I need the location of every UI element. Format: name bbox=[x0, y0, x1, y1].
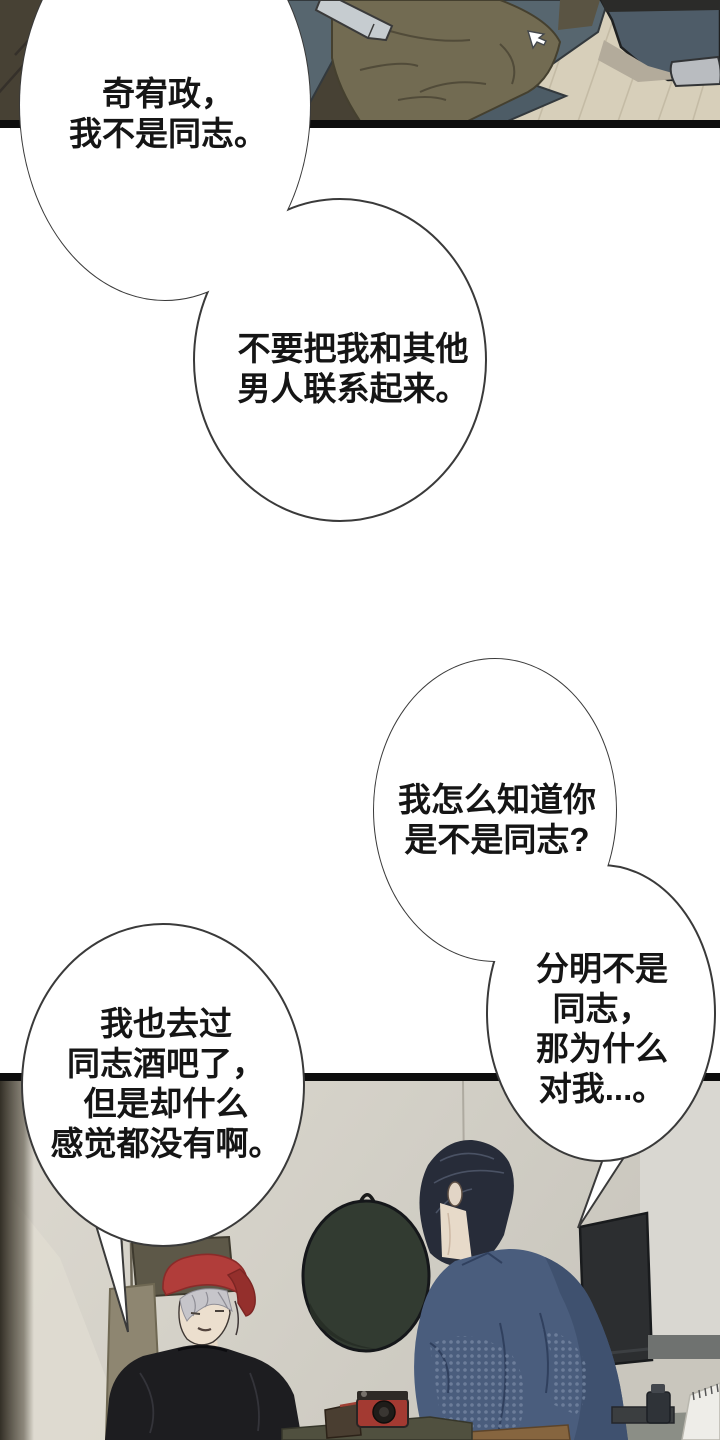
speech-bubble-2 bbox=[193, 198, 487, 522]
sitting-man bbox=[105, 1253, 302, 1440]
standing-man bbox=[414, 1139, 628, 1440]
cap-strap-line bbox=[234, 1300, 239, 1336]
sweater-collar bbox=[177, 1345, 228, 1353]
bubble-4-line-1: 分明不是 bbox=[536, 950, 668, 987]
bubble-3-line-1: 我怎么知道你 bbox=[398, 781, 596, 818]
monitor-shadow bbox=[598, 40, 690, 82]
chair-corner bbox=[558, 0, 600, 30]
stylus-end-line bbox=[367, 23, 375, 39]
speech-bubble-5 bbox=[21, 923, 305, 1247]
monitor-base-foot bbox=[669, 55, 720, 88]
notebook-spiral-binding bbox=[692, 1383, 719, 1401]
camera-top-plate bbox=[357, 1391, 408, 1400]
bubble-5-line-3: 但是却什么 bbox=[83, 1085, 249, 1122]
bubble-1-line-2: 我不是同志。 bbox=[69, 115, 267, 152]
spiral-notebook bbox=[681, 1382, 720, 1440]
bubble-2-line-1: 不要把我和其他 bbox=[237, 330, 469, 367]
bubble-1-line-1: 奇宥政， bbox=[102, 75, 234, 112]
hanging-round-mirror bbox=[301, 1199, 431, 1353]
camera-lens-inner bbox=[379, 1407, 389, 1417]
eyes bbox=[190, 1310, 224, 1315]
frown-mouth bbox=[197, 1327, 212, 1332]
black-sweater bbox=[105, 1344, 302, 1440]
camera-dial bbox=[361, 1391, 367, 1397]
monitor-top-strip bbox=[601, 0, 720, 12]
standing-man-ear bbox=[447, 1181, 463, 1207]
speech-bubble-1-fill bbox=[20, 0, 310, 300]
shelf-band bbox=[648, 1335, 720, 1359]
camera bbox=[356, 1391, 409, 1428]
left-shadow-strip bbox=[0, 1081, 34, 1440]
bubble-text-5: 我也去过 同志酒吧了， 但是却什么 感觉都没有啊。 bbox=[51, 1004, 282, 1164]
red-cap-brim bbox=[226, 1268, 256, 1317]
bottle-cap bbox=[651, 1384, 665, 1393]
neck-shadow-line bbox=[447, 1212, 451, 1256]
bubble-text-4: 分明不是 同志， 那为什么 对我...。 bbox=[536, 949, 668, 1109]
bubble-5-line-1: 我也去过 bbox=[100, 1005, 232, 1042]
bubble-text-3: 我怎么知道你 是不是同志? bbox=[398, 780, 596, 860]
box-red-edge bbox=[339, 1401, 358, 1408]
bottom-panel-border bbox=[0, 1073, 720, 1081]
halftone-shadow-left bbox=[430, 1336, 525, 1440]
bubble-5-line-4: 感觉都没有啊。 bbox=[50, 1125, 282, 1162]
bubble-text-1: 奇宥政， 我不是同志。 bbox=[69, 74, 267, 154]
bubble-4-line-2: 同志， bbox=[552, 990, 652, 1027]
shirt-shadow-side bbox=[545, 1257, 628, 1440]
stylus-stick bbox=[314, 0, 394, 42]
bubble-4-line-4: 对我...。 bbox=[538, 1070, 666, 1107]
mouse-cursor-icon bbox=[527, 30, 547, 50]
bubble-4-line-3: 那为什么 bbox=[536, 1030, 668, 1067]
speech-bubble-3-fill bbox=[374, 659, 616, 961]
mirror-inner-shadow bbox=[309, 1303, 380, 1350]
bubble-text-2: 不要把我和其他 男人联系起来。 bbox=[238, 329, 469, 409]
bubble-5-line-2: 同志酒吧了， bbox=[67, 1045, 265, 1082]
top-panel-border bbox=[0, 120, 720, 128]
bubble-2-line-2: 男人联系起来。 bbox=[237, 370, 469, 407]
bubble-3-line-2: 是不是同志? bbox=[404, 821, 590, 858]
halftone-shadow-right bbox=[543, 1329, 588, 1415]
sweater-fold-lines bbox=[139, 1372, 260, 1434]
red-cap-crown bbox=[162, 1253, 248, 1297]
top-panel-artwork bbox=[0, 0, 720, 128]
